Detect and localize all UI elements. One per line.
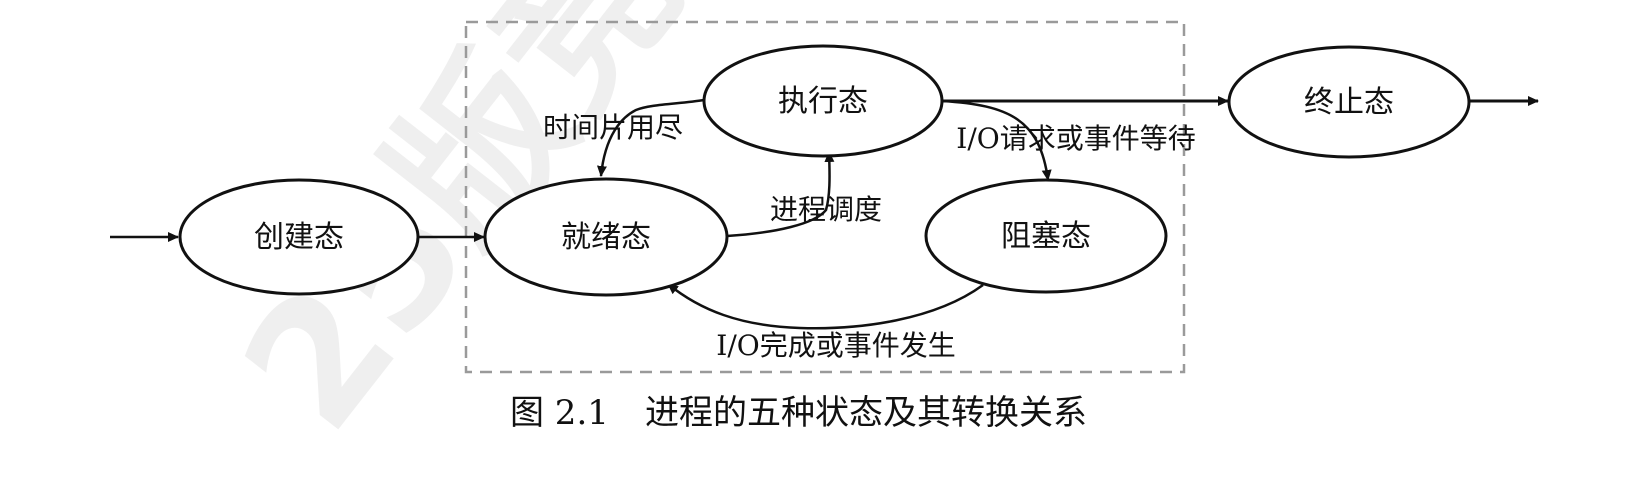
state-blocked-label: 阻塞态 <box>1001 219 1091 254</box>
state-terminated: 终止态 <box>1227 45 1471 159</box>
state-blocked-shape <box>924 178 1168 294</box>
edge-io-complete <box>667 283 984 330</box>
label-io-complete: I/O完成或事件发生 <box>716 329 955 362</box>
label-scheduling: 进程调度 <box>770 193 882 226</box>
label-io-wait: I/O请求或事件等待 <box>956 122 1195 155</box>
state-ready-label: 就绪态 <box>561 220 651 255</box>
state-create-shape <box>178 178 420 296</box>
edge-io-wait <box>941 99 1052 181</box>
state-ready: 就绪态 <box>483 177 729 297</box>
label-timeslice-expired: 时间片用尽 <box>543 111 683 144</box>
state-terminated-shape <box>1227 45 1471 159</box>
state-running-label: 执行态 <box>778 84 868 119</box>
caption-figure-number: 图 2.1 <box>510 393 609 433</box>
state-create: 创建态 <box>178 178 420 296</box>
edge-scheduling <box>726 151 835 238</box>
edge-timeslice-expired <box>596 98 705 177</box>
dashed-boundary <box>464 20 1186 374</box>
state-running-shape <box>702 44 944 158</box>
state-running: 执行态 <box>702 44 944 158</box>
state-create-label: 创建态 <box>254 220 344 255</box>
figure-caption: 图 2.1 进程的五种状态及其转换关系 <box>510 393 1087 433</box>
state-blocked: 阻塞态 <box>924 178 1168 294</box>
edges <box>110 96 1539 330</box>
caption-title: 进程的五种状态及其转换关系 <box>645 393 1087 433</box>
state-terminated-label: 终止态 <box>1304 85 1394 120</box>
state-ready-shape <box>483 177 729 297</box>
